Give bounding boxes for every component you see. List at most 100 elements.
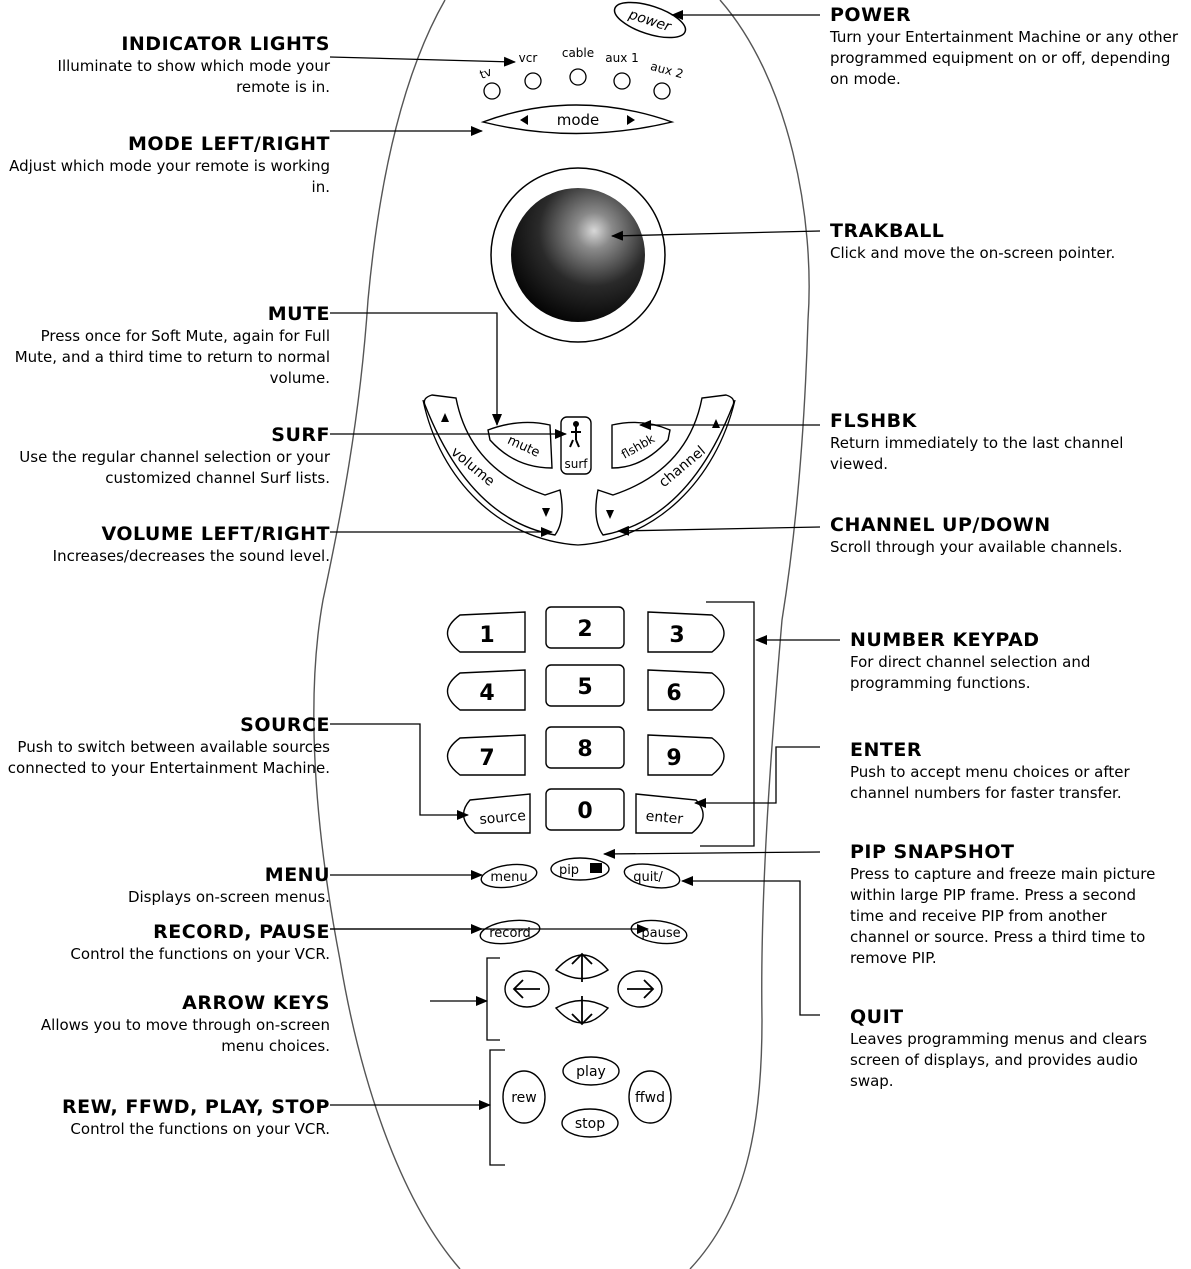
callout-text: Leaves programming menus and clears scre… — [850, 1029, 1185, 1092]
key-1[interactable]: 1 — [448, 612, 526, 652]
light-label-aux1: aux 1 — [605, 51, 639, 65]
surf-button[interactable]: surf — [561, 417, 591, 474]
callout-title: MODE LEFT/RIGHT — [0, 132, 330, 156]
pip-button[interactable]: pip — [551, 858, 609, 880]
arrow-left-button[interactable] — [505, 971, 549, 1007]
callout-text: Press to capture and freeze main picture… — [850, 864, 1170, 969]
callout-text: Push to switch between available sources… — [0, 737, 330, 779]
key-9[interactable]: 9 — [648, 735, 724, 775]
play-button[interactable]: play — [563, 1057, 619, 1085]
svg-text:1: 1 — [479, 623, 494, 648]
callout-title: ARROW KEYS — [0, 991, 330, 1015]
key-0[interactable]: 0 — [546, 789, 624, 830]
power-button[interactable]: power — [610, 0, 689, 45]
menu-button[interactable]: menu — [480, 861, 539, 891]
key-2[interactable]: 2 — [546, 607, 624, 648]
light-label-aux2: aux 2 — [649, 59, 685, 81]
rew-label: rew — [511, 1090, 537, 1106]
enter-label: enter — [645, 808, 684, 827]
callout-text: Control the functions on your VCR. — [0, 1119, 330, 1140]
callout-title: INDICATOR LIGHTS — [0, 32, 330, 56]
key-8[interactable]: 8 — [546, 727, 624, 768]
callout-title: POWER — [830, 3, 1185, 27]
rew-button[interactable]: rew — [503, 1071, 545, 1123]
callout-text: Click and move the on-screen pointer. — [830, 243, 1185, 264]
record-button[interactable]: record — [479, 917, 541, 947]
callout-title: SOURCE — [0, 713, 330, 737]
light-vcr — [525, 73, 541, 89]
stop-button[interactable]: stop — [562, 1109, 618, 1137]
callout-text: Increases/decreases the sound level. — [0, 546, 330, 567]
callout-mode: MODE LEFT/RIGHT Adjust which mode your r… — [0, 132, 330, 198]
record-label: record — [489, 926, 531, 941]
pip-label: pip — [559, 863, 579, 878]
callout-text: Push to accept menu choices or after cha… — [850, 762, 1185, 804]
quit-button[interactable]: quit/ — [623, 860, 682, 891]
key-5[interactable]: 5 — [546, 665, 624, 706]
callout-keypad: NUMBER KEYPAD For direct channel selecti… — [850, 628, 1180, 694]
callout-title: PIP SNAPSHOT — [850, 840, 1170, 864]
callout-flshbk: FLSHBK Return immediately to the last ch… — [830, 409, 1185, 475]
callout-title: MENU — [0, 863, 330, 887]
callout-title: RECORD, PAUSE — [0, 920, 330, 944]
callout-text: Allows you to move through on-screen men… — [0, 1015, 330, 1057]
callout-text: Control the functions on your VCR. — [0, 944, 330, 965]
callout-text: Use the regular channel selection or you… — [0, 447, 330, 489]
light-label-tv: tv — [478, 65, 494, 82]
callout-text: Adjust which mode your remote is working… — [0, 156, 330, 198]
callout-title: VOLUME LEFT/RIGHT — [0, 522, 330, 546]
callout-title: CHANNEL UP/DOWN — [830, 513, 1185, 537]
arrow-up-button[interactable] — [556, 954, 608, 982]
arrow-keys — [505, 954, 662, 1024]
svg-text:2: 2 — [577, 617, 592, 642]
callout-title: QUIT — [850, 1005, 1185, 1029]
mute-button[interactable]: mute — [488, 422, 552, 468]
callout-text: Scroll through your available channels. — [830, 537, 1185, 558]
callout-arrow-keys: ARROW KEYS Allows you to move through on… — [0, 991, 330, 1057]
svg-text:6: 6 — [666, 681, 681, 706]
callout-title: NUMBER KEYPAD — [850, 628, 1180, 652]
mode-label: mode — [557, 111, 600, 129]
source-button[interactable]: source — [464, 794, 530, 833]
key-4[interactable]: 4 — [448, 670, 526, 710]
svg-text:5: 5 — [577, 675, 592, 700]
ffwd-label: ffwd — [635, 1090, 665, 1106]
callout-title: REW, FFWD, PLAY, STOP — [0, 1095, 330, 1119]
flshbk-button[interactable]: flshbk — [612, 422, 670, 468]
key-6[interactable]: 6 — [648, 670, 724, 710]
callout-title: ENTER — [850, 738, 1185, 762]
pause-button[interactable]: pause — [630, 917, 689, 947]
indicator-lights: tv vcr cable aux 1 aux 2 — [478, 46, 685, 99]
arrow-right-button[interactable] — [618, 971, 662, 1007]
callout-source: SOURCE Push to switch between available … — [0, 713, 330, 779]
light-aux1 — [614, 73, 630, 89]
arrow-down-button[interactable] — [556, 996, 608, 1024]
enter-button[interactable]: enter — [636, 794, 703, 833]
trakball[interactable] — [491, 168, 665, 342]
callout-mute: MUTE Press once for Soft Mute, again for… — [0, 302, 330, 389]
quit-label: quit/ — [633, 870, 663, 885]
light-cable — [570, 69, 586, 85]
callout-trakball: TRAKBALL Click and move the on-screen po… — [830, 219, 1185, 264]
pause-label: pause — [641, 926, 680, 941]
mode-rocker[interactable]: mode — [483, 105, 672, 134]
callout-transport: REW, FFWD, PLAY, STOP Control the functi… — [0, 1095, 330, 1140]
callout-volume: VOLUME LEFT/RIGHT Increases/decreases th… — [0, 522, 330, 567]
callout-title: TRAKBALL — [830, 219, 1185, 243]
callout-enter: ENTER Push to accept menu choices or aft… — [850, 738, 1185, 804]
callout-text: Turn your Entertainment Machine or any o… — [830, 27, 1185, 90]
menu-label: menu — [490, 870, 527, 885]
callout-pip: PIP SNAPSHOT Press to capture and freeze… — [850, 840, 1170, 969]
callout-indicator-lights: INDICATOR LIGHTS Illuminate to show whic… — [0, 32, 330, 98]
light-label-vcr: vcr — [519, 51, 538, 65]
key-3[interactable]: 3 — [648, 612, 724, 652]
key-7[interactable]: 7 — [448, 735, 526, 775]
camera-icon — [590, 863, 602, 873]
callout-quit: QUIT Leaves programming menus and clears… — [850, 1005, 1185, 1092]
svg-text:4: 4 — [479, 681, 494, 706]
callout-menu: MENU Displays on-screen menus. — [0, 863, 330, 908]
callout-title: SURF — [0, 423, 330, 447]
stop-label: stop — [575, 1116, 605, 1132]
svg-text:0: 0 — [577, 799, 592, 824]
ffwd-button[interactable]: ffwd — [629, 1071, 671, 1123]
